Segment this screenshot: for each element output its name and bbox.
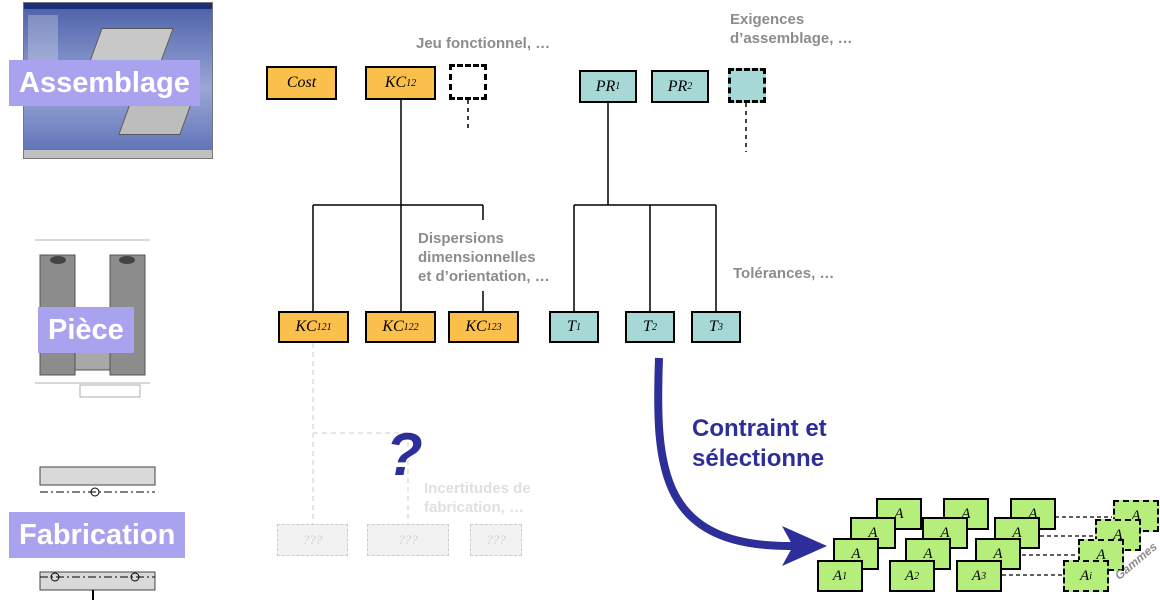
gamme-a2-sub: 2 [914,570,920,582]
node-pr2-sub: 2 [687,81,693,92]
node-t2-sub: 2 [651,321,657,333]
node-placeholder-pr [728,68,766,103]
note-incertitudes-line1: Incertitudes de [424,480,531,497]
note-exigences-line1: Exigences [730,11,805,28]
note-dispersions: Dispersions dimensionnelles et d’orienta… [418,229,550,286]
gamme-back-label: A [961,505,971,522]
question-mark: ? [386,421,423,488]
gamme-back-label: A [940,524,950,541]
node-fab-3: ??? [470,524,522,556]
fabrication-tree [312,343,409,524]
note-incertitudes-line2: fabrication, … [424,499,525,516]
note-dispersions-line2: dimensionnelles [418,249,536,266]
gamme-back-label: A [1113,526,1123,543]
note-contraint: Contraint et sélectionne [692,414,827,474]
gamme-back-label: A [1096,546,1106,563]
gammes-links [1002,516,1112,576]
node-placeholder-kc [449,64,487,100]
node-fab-2: ??? [367,524,449,556]
gamme-back-label: A [1028,505,1038,522]
node-pr2-base: PR [667,77,688,95]
gamme-ai-base: A [1080,567,1090,584]
node-t3-base: T [709,318,718,335]
gamme-back-label: A [993,545,1003,562]
node-kc122-base: KC [382,318,404,335]
gamme-back-label: A [851,545,861,562]
gamme-a1-base: A [832,567,843,584]
fabrication-drawing [35,462,160,602]
note-incertitudes: Incertitudes de fabrication, … [424,479,531,517]
note-contraint-line2: sélectionne [692,445,825,472]
gamme-back-label: A [1131,507,1141,524]
node-kc123-base: KC [465,318,487,335]
gamme-a3-base: A [971,567,982,584]
note-jeu-fonctionnel: Jeu fonctionnel, … [416,35,551,52]
note-tolerances: Tolérances, … [733,265,835,282]
note-exigences: Exigences d’assemblage, … [730,10,853,48]
gamme-a3-sub: 3 [981,570,987,582]
constraint-arrowhead [782,526,827,566]
node-kc123-sub: 123 [486,321,502,333]
dashed-stubs [467,100,747,152]
node-t3-sub: 3 [717,321,723,333]
node-fab-1: ??? [277,524,348,556]
gamme-back-label: A [868,524,878,541]
pr1-tree [573,103,717,311]
level-label-piece: Pièce [38,307,134,353]
gamme-back-label: A [1012,524,1022,541]
node-cost: Cost [266,66,337,100]
node-t2-base: T [643,318,652,335]
level-label-assemblage: Assemblage [9,60,200,106]
note-dispersions-line3: et d’orientation, … [418,268,550,285]
constraint-arrow [654,357,796,551]
kc12-tree [312,100,484,311]
gamme-ai-sub: i [1089,570,1092,582]
node-kc12-sub: 12 [406,77,417,89]
note-dispersions-line1: Dispersions [418,230,504,247]
note-exigences-line2: d’assemblage, … [730,30,853,47]
gamme-a1-sub: 1 [842,570,848,582]
node-kc121-base: KC [295,318,317,335]
node-kc12-base: KC [384,74,407,91]
gamme-back-label: A [923,545,933,562]
note-contraint-line1: Contraint et [692,415,827,442]
node-kc121-sub: 121 [316,321,332,333]
node-pr1-base: PR [595,77,616,95]
node-pr1-sub: 1 [615,81,621,92]
gamme-back-label: A [894,505,904,522]
node-t1-base: T [567,318,576,335]
node-t1-sub: 1 [575,321,581,333]
level-label-fabrication: Fabrication [9,512,186,558]
node-kc122-sub: 122 [403,321,419,333]
gamme-a2-base: A [904,567,915,584]
